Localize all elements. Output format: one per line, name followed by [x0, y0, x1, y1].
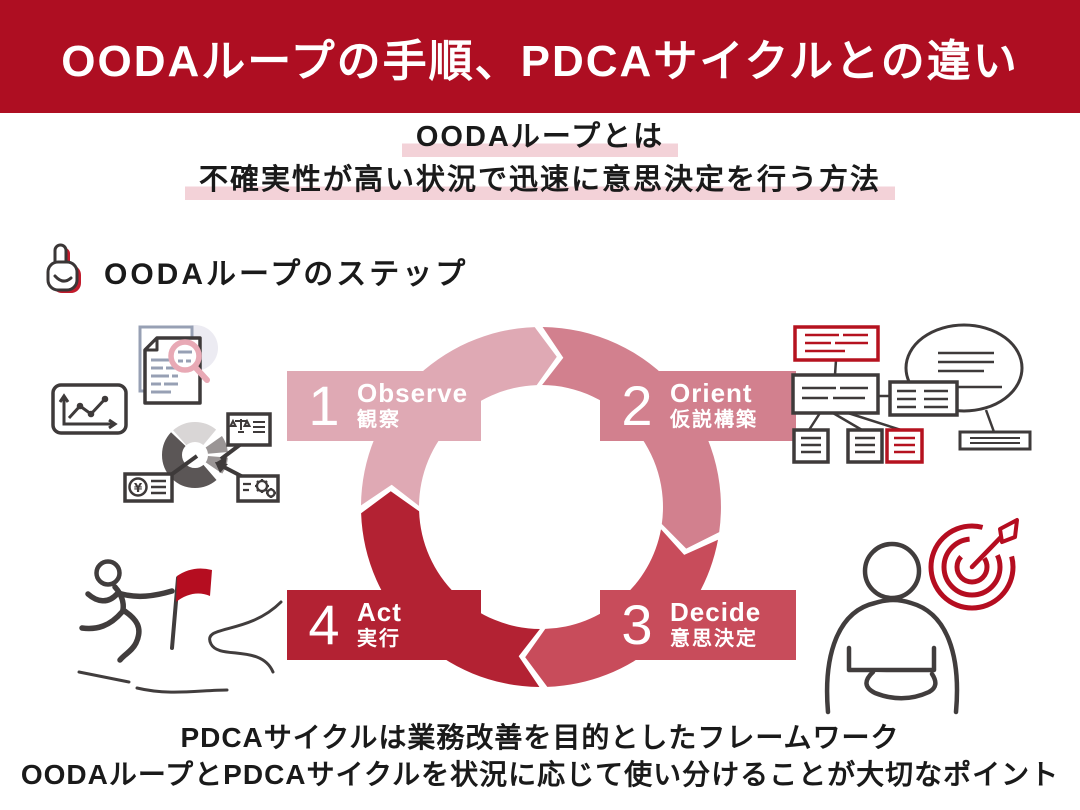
step-number: 3 — [621, 593, 653, 656]
svg-text:¥: ¥ — [134, 481, 143, 495]
step-number: 1 — [308, 374, 340, 437]
intro-statement: OODAループとは 不確実性が高い状況で迅速に意思決定を行う方法 — [0, 121, 1080, 207]
step-heading-label: OODAループのステップ — [104, 258, 469, 291]
act-illustration — [77, 559, 283, 694]
step-band-decide: 3 Decide 意思決定 — [600, 590, 796, 660]
intro-line-2: 不確実性が高い状況で迅速に意思決定を行う方法 — [0, 164, 1080, 200]
step-number: 2 — [621, 374, 653, 437]
pointing-hand-icon — [46, 243, 81, 293]
step-name-ja: 観察 — [357, 409, 401, 432]
donut-chart-icon — [162, 422, 228, 488]
footer-statement: PDCAサイクルは業務改善を目的としたフレームワーク OODAループとPDCAサ… — [0, 719, 1080, 793]
page-title: OODAループの手順、PDCAサイクルとの違い — [61, 36, 1019, 86]
step-band-observe: 1 Observe 観察 — [287, 371, 481, 441]
step-name-ja: 仮説構築 — [670, 409, 758, 432]
footer-line-1: PDCAサイクルは業務改善を目的としたフレームワーク — [180, 722, 900, 753]
step-name-ja: 実行 — [357, 628, 401, 651]
decide-illustration — [824, 518, 1019, 715]
target-dart-icon — [928, 523, 1016, 611]
intro-line-2-text: 不確実性が高い状況で迅速に意思決定を行う方法 — [184, 164, 895, 200]
step-name-ja: 意思決定 — [670, 628, 758, 651]
gears-callout-icon — [236, 474, 280, 503]
step-name-en: Act — [357, 596, 402, 627]
magnifier-icon — [168, 339, 202, 373]
line-chart-icon — [51, 383, 128, 435]
step-band-orient: 2 Orient 仮説構築 — [600, 371, 796, 441]
intro-line-1-text: OODAループとは — [401, 121, 679, 157]
loop-segment-act — [361, 491, 540, 687]
thinker-person-icon — [824, 541, 960, 715]
footer-line-2: OODAループとPDCAサイクルを状況に応じて使い分けることが大切なポイント — [20, 759, 1060, 791]
step-number: 4 — [308, 593, 340, 656]
step-name-en: Observe — [357, 377, 469, 408]
document-search-icon — [138, 325, 210, 405]
step-name-en: Orient — [670, 377, 753, 408]
dart-icon — [969, 518, 1019, 570]
intro-line-1: OODAループとは — [0, 121, 1080, 157]
mindmap-boxes-icon — [791, 325, 959, 464]
orient-illustration — [791, 323, 1032, 464]
step-name-en: Decide — [670, 596, 762, 627]
step-band-act: 4 Act 実行 — [287, 590, 481, 660]
red-flag-icon — [170, 568, 212, 650]
step-section-heading: OODAループのステップ — [42, 243, 468, 299]
yen-callout-icon: ¥ — [123, 472, 174, 503]
observe-illustration: ¥ — [51, 325, 280, 503]
loop-segment-orient — [542, 327, 721, 549]
winding-path-icon — [77, 600, 283, 694]
scales-callout-icon — [226, 412, 272, 447]
title-banner: OODAループの手順、PDCAサイクルとの違い — [0, 0, 1080, 113]
runner-icon — [79, 559, 175, 663]
